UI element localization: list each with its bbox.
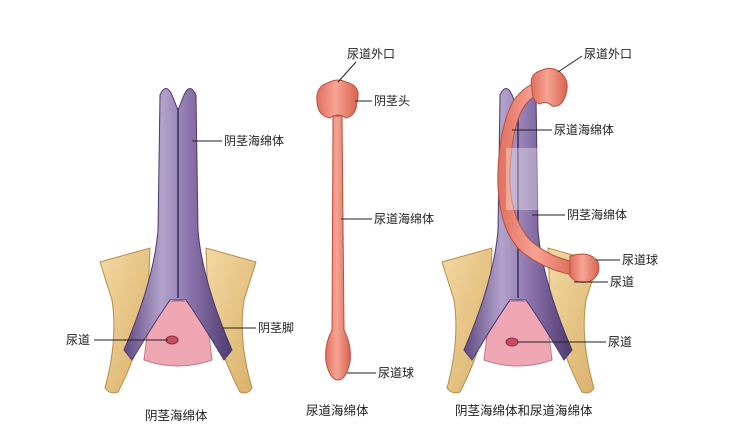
label-external-urethral-orifice: 尿道外口 (584, 47, 632, 61)
urethral-mucosa (143, 300, 213, 367)
label-corpus-spongiosum: 尿道海绵体 (554, 122, 614, 137)
corpus-spongiosum-shaft (325, 115, 351, 381)
urethral-mucosa (483, 300, 553, 367)
glans (530, 67, 568, 107)
label-glans: 阴茎头 (374, 94, 410, 108)
caption-panel-1: 阴茎海绵体 (145, 408, 208, 423)
label-urethra: 尿道 (66, 333, 90, 347)
label-urethra-upper: 尿道 (610, 275, 634, 289)
glans (316, 79, 359, 119)
label-corpus-spongiosum: 尿道海绵体 (374, 211, 434, 226)
label-external-urethral-orifice: 尿道外口 (347, 47, 395, 61)
caption-panel-3: 阴茎海绵体和尿道海绵体 (455, 403, 593, 418)
label-crus: 阴茎脚 (258, 320, 294, 335)
panel-penile-corpora: 阴茎海绵体 阴茎脚 尿道 阴茎海绵体 (66, 88, 294, 423)
label-corpus-cavernosum: 阴茎海绵体 (224, 133, 284, 148)
urethral-bulb (569, 253, 600, 283)
label-urethral-bulb: 尿道球 (622, 253, 658, 267)
panel-spongiosum: 尿道外口 阴茎头 尿道海绵体 尿道球 尿道海绵体 (306, 47, 434, 418)
label-corpus-cavernosum: 阴茎海绵体 (567, 207, 627, 222)
label-urethral-bulb: 尿道球 (378, 366, 414, 380)
label-urethra-lower: 尿道 (608, 335, 632, 349)
caption-panel-2: 尿道海绵体 (306, 403, 369, 418)
panel-combined: 尿道外口 尿道海绵体 阴茎海绵体 尿道球 尿道 尿道 阴茎海绵体和尿道海绵体 (441, 47, 658, 418)
urethra-opening (505, 337, 519, 347)
translucent-overlay (506, 148, 540, 210)
